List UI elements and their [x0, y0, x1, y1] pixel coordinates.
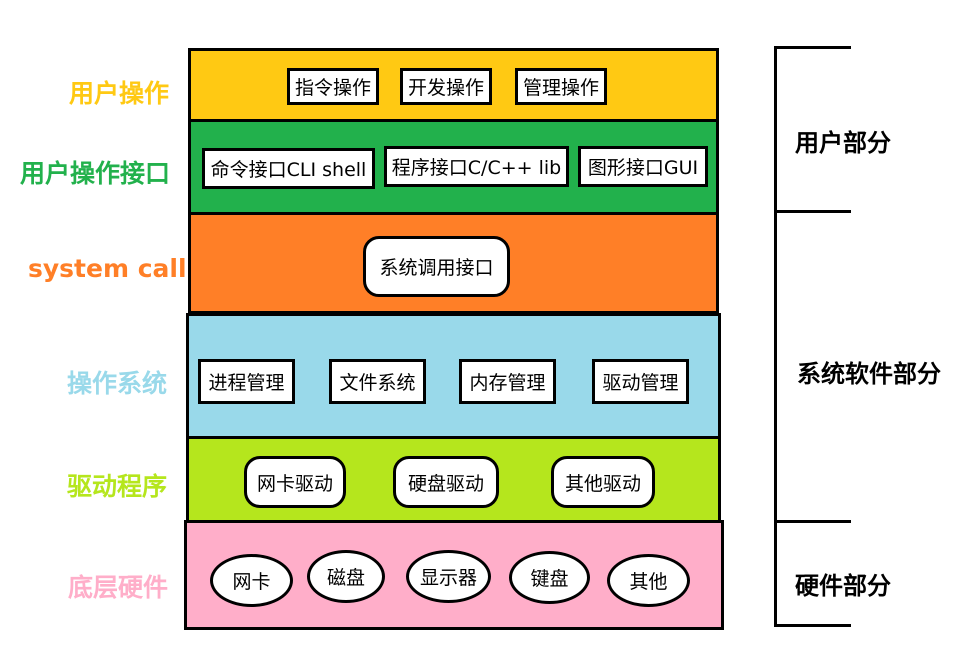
- box-disk-driver: 硬盘驱动: [393, 456, 499, 508]
- layer-label-user-operation: 用户操作: [69, 79, 170, 108]
- layer-user-operation: 指令操作 开发操作 管理操作: [188, 48, 719, 122]
- layer-operating-system: 进程管理 文件系统 内存管理 驱动管理: [186, 313, 721, 439]
- hw-other: 其他: [607, 554, 690, 607]
- box-management-operation: 管理操作: [515, 68, 607, 105]
- box-gui: 图形接口GUI: [578, 146, 708, 187]
- layer-label-user-interface: 用户操作接口: [20, 159, 171, 188]
- bracket-tick-bottom: [774, 624, 851, 627]
- box-memory-management: 内存管理: [459, 359, 556, 404]
- group-label-user-part: 用户部分: [795, 129, 891, 157]
- layer-drivers: 网卡驱动 硬盘驱动 其他驱动: [186, 436, 721, 523]
- box-cli-shell: 命令接口CLI shell: [202, 148, 375, 189]
- box-program-interface: 程序接口C/C++ lib: [384, 146, 569, 187]
- layer-label-drivers: 驱动程序: [67, 472, 168, 501]
- layer-label-operating-system: 操作系统: [67, 369, 168, 398]
- hw-disk: 磁盘: [307, 550, 385, 603]
- hw-nic: 网卡: [210, 554, 293, 607]
- group-label-hardware-part: 硬件部分: [795, 572, 891, 600]
- layer-label-hardware: 底层硬件: [68, 573, 169, 602]
- layer-user-interface: 命令接口CLI shell 程序接口C/C++ lib 图形接口GUI: [188, 119, 719, 215]
- group-label-system-software-part: 系统软件部分: [797, 360, 941, 388]
- box-command-operation: 指令操作: [287, 68, 379, 105]
- hw-display: 显示器: [406, 550, 491, 603]
- bracket-tick-user-system: [774, 210, 851, 213]
- box-syscall-interface: 系统调用接口: [363, 236, 510, 297]
- box-nic-driver: 网卡驱动: [244, 456, 346, 508]
- box-file-system: 文件系统: [329, 359, 426, 404]
- hw-keyboard: 键盘: [509, 551, 590, 604]
- bracket-tick-top: [774, 46, 851, 49]
- layer-system-call: 系统调用接口: [188, 212, 719, 314]
- layer-label-system-call: system call: [28, 254, 187, 283]
- box-driver-management: 驱动管理: [592, 359, 689, 404]
- bracket-tick-system-hardware: [774, 520, 851, 523]
- bracket-vertical: [774, 46, 777, 627]
- box-development-operation: 开发操作: [400, 68, 492, 105]
- box-other-driver: 其他驱动: [551, 456, 655, 508]
- layer-hardware: 网卡 磁盘 显示器 键盘 其他: [184, 520, 724, 630]
- box-process-management: 进程管理: [198, 359, 295, 404]
